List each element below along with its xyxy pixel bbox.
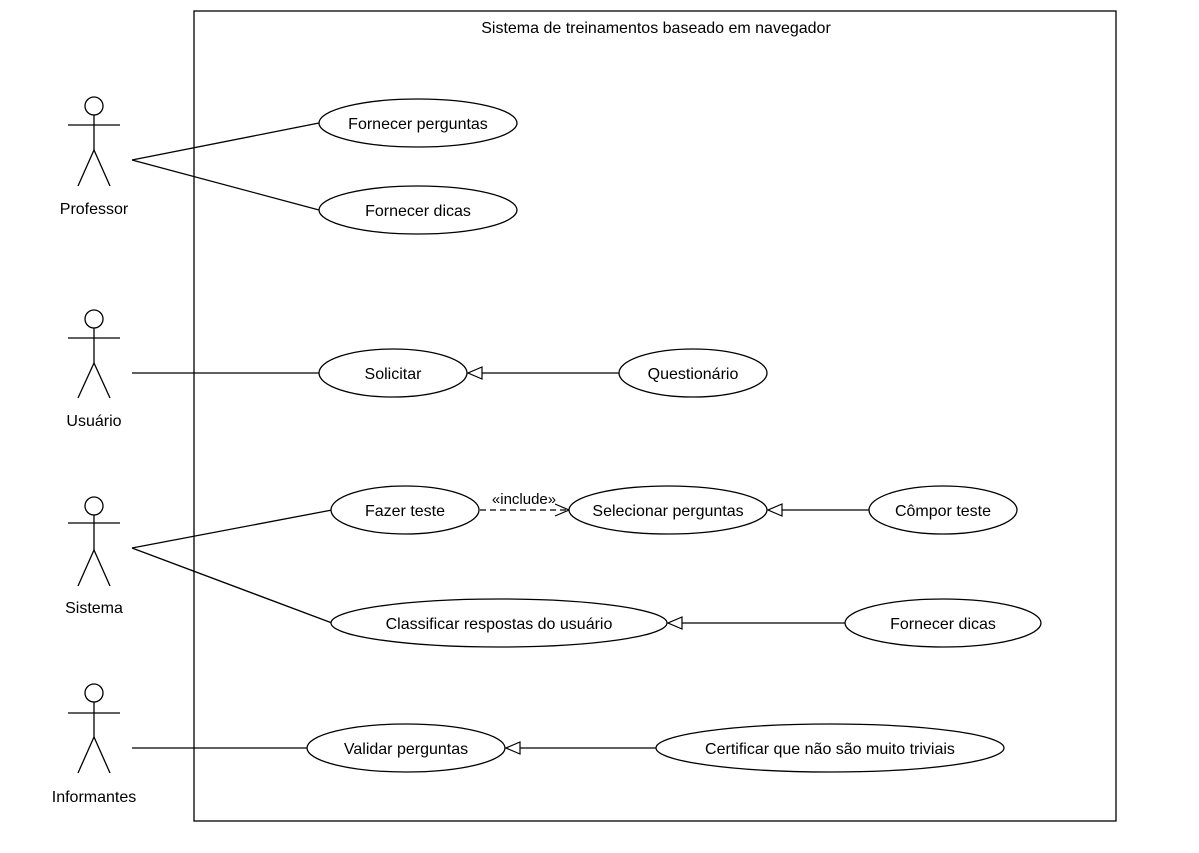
- use-case-fornecer-perguntas[interactable]: Fornecer perguntas: [318, 98, 518, 148]
- actor-informantes[interactable]: Informantes: [52, 683, 136, 806]
- use-case-label: Questionário: [648, 366, 739, 383]
- use-case-label: Solicitar: [365, 366, 423, 383]
- use-case-fornecer-dicas-professor[interactable]: Fornecer dicas: [318, 185, 518, 235]
- use-case-selecionar-perguntas[interactable]: Selecionar perguntas: [568, 485, 768, 535]
- actor-label: Sistema: [65, 600, 123, 617]
- actor-usuario[interactable]: Usuário: [66, 309, 122, 430]
- use-case-label: Fornecer dicas: [365, 203, 471, 220]
- use-case-fornecer-dicas-sistema[interactable]: Fornecer dicas: [844, 598, 1042, 648]
- association-professor-fornecer-dicas: [131, 159, 320, 211]
- include-label: «include»: [492, 491, 556, 508]
- use-case-compor-teste[interactable]: Cômpor teste: [868, 485, 1018, 535]
- actor-sistema[interactable]: Sistema: [65, 496, 123, 617]
- association-sistema-fazer-teste: [131, 509, 333, 549]
- use-case-label: Validar perguntas: [344, 741, 468, 758]
- use-case-solicitar[interactable]: Solicitar: [318, 348, 468, 398]
- system-title: Sistema de treinamentos baseado em naveg…: [481, 20, 831, 37]
- association-sistema-classificar: [131, 547, 333, 624]
- actor-label: Informantes: [52, 789, 136, 806]
- use-case-label: Fazer teste: [365, 503, 445, 520]
- use-case-certificar[interactable]: Certificar que não são muito triviais: [655, 723, 1005, 773]
- actor-professor[interactable]: Professor: [60, 96, 129, 218]
- use-case-label: Selecionar perguntas: [592, 503, 743, 520]
- use-case-validar-perguntas[interactable]: Validar perguntas: [306, 723, 506, 773]
- actor-label: Usuário: [66, 413, 121, 430]
- use-case-questionario[interactable]: Questionário: [618, 348, 768, 398]
- association-professor-fornecer-perguntas: [131, 122, 320, 161]
- use-case-label: Fornecer perguntas: [348, 116, 488, 133]
- use-case-label: Cômpor teste: [895, 503, 991, 520]
- system-boundary: [193, 10, 1117, 822]
- use-case-fazer-teste[interactable]: Fazer teste: [330, 485, 480, 535]
- actor-label: Professor: [60, 201, 129, 218]
- use-case-label: Certificar que não são muito triviais: [705, 741, 955, 758]
- use-case-label: Classificar respostas do usuário: [386, 616, 613, 633]
- use-case-label: Fornecer dicas: [890, 616, 996, 633]
- use-case-classificar-respostas[interactable]: Classificar respostas do usuário: [330, 598, 668, 648]
